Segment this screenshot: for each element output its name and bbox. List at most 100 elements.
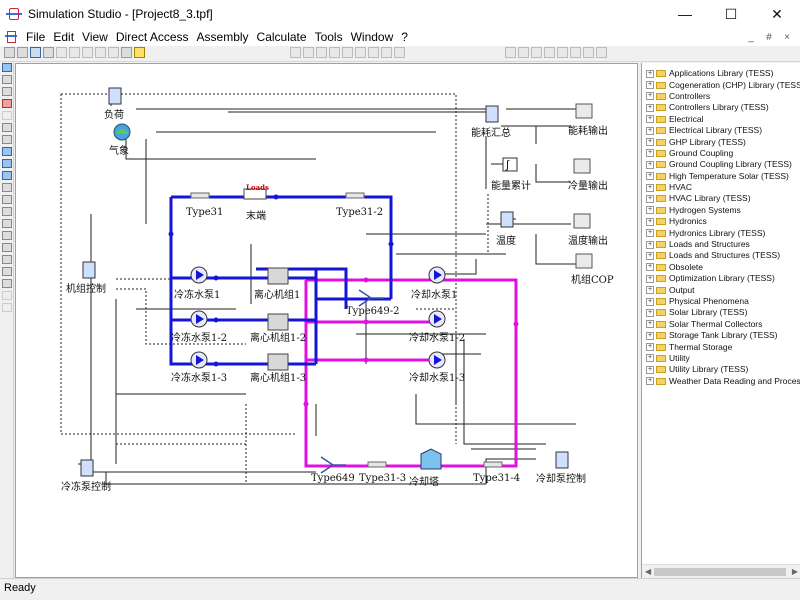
expand-icon[interactable]: + — [646, 184, 654, 192]
expand-icon[interactable]: + — [646, 218, 654, 226]
label-weather[interactable]: 气象 — [109, 142, 129, 157]
library-tree-item[interactable]: +Controllers — [646, 91, 800, 102]
library-tree-item[interactable]: +Controllers Library (TESS) — [646, 102, 800, 113]
library-tree-item[interactable]: +Electrical — [646, 114, 800, 125]
select-tool-icon[interactable] — [2, 63, 12, 72]
scroll-left-icon[interactable]: ◀ — [645, 567, 651, 576]
copy-icon[interactable] — [69, 47, 80, 58]
expand-icon[interactable]: + — [646, 81, 654, 89]
library-tree-item[interactable]: +Physical Phenomena — [646, 296, 800, 307]
undo-icon[interactable] — [95, 47, 106, 58]
label-temperature[interactable]: 温度 — [496, 232, 516, 247]
pipe-tool-icon[interactable] — [2, 147, 12, 156]
menu-assembly[interactable]: Assembly — [193, 28, 253, 46]
expand-icon[interactable]: + — [646, 195, 654, 203]
label-load[interactable]: 负荷 — [104, 106, 124, 121]
label-energy-summary[interactable]: 能耗汇总 — [471, 124, 511, 139]
align-right-icon[interactable] — [316, 47, 327, 58]
expand-icon[interactable]: + — [646, 127, 654, 135]
paste-icon[interactable] — [82, 47, 93, 58]
align-top-icon[interactable] — [329, 47, 340, 58]
close-button[interactable]: ✕ — [754, 0, 800, 28]
same-size-icon[interactable] — [381, 47, 392, 58]
expand-icon[interactable]: + — [646, 366, 654, 374]
label-terminal[interactable]: 末端 — [246, 207, 266, 222]
library-tree-item[interactable]: +Ground Coupling — [646, 148, 800, 159]
grid-icon[interactable] — [596, 47, 607, 58]
maximize-button[interactable]: ☐ — [708, 0, 754, 28]
zoom-icon[interactable] — [121, 47, 132, 58]
chart-icon[interactable] — [557, 47, 568, 58]
redo-icon[interactable] — [108, 47, 119, 58]
zoom-tool-icon[interactable] — [2, 87, 12, 96]
layer2-tool-icon[interactable] — [2, 219, 12, 228]
pan-tool-icon[interactable] — [2, 75, 12, 84]
link-tool-icon[interactable] — [2, 135, 12, 144]
library-tree-item[interactable]: +Hydronics Library (TESS) — [646, 227, 800, 238]
gear-icon[interactable] — [2, 255, 12, 264]
library-tree-item[interactable]: +HVAC — [646, 182, 800, 193]
expand-icon[interactable]: + — [646, 309, 654, 317]
library-tree-item[interactable]: +Storage Tank Library (TESS) — [646, 330, 800, 341]
label-chw-pump-3[interactable]: 冷冻水泵1-3 — [171, 369, 227, 384]
align-bottom-icon[interactable] — [355, 47, 366, 58]
doc-restore-button[interactable]: # — [760, 28, 778, 46]
library-tree-item[interactable]: +GHP Library (TESS) — [646, 136, 800, 147]
menu-direct-access[interactable]: Direct Access — [112, 28, 193, 46]
zoom-fit-icon[interactable] — [2, 99, 12, 108]
layer3-tool-icon[interactable] — [2, 231, 12, 240]
layer4-tool-icon[interactable] — [2, 243, 12, 252]
label-chiller-1[interactable]: 离心机组1 — [254, 286, 300, 301]
library-tree-item[interactable]: +Output — [646, 284, 800, 295]
assembly-canvas[interactable]: ∫ 负荷 气象 Loads 末端 Type31 Type31-2 能耗汇总 能耗… — [15, 63, 638, 578]
label-type31-3[interactable]: Type31-3 — [359, 473, 406, 484]
library-tree-item[interactable]: +Solar Library (TESS) — [646, 307, 800, 318]
library-tree-item[interactable]: +Loads and Structures — [646, 239, 800, 250]
expand-icon[interactable]: + — [646, 115, 654, 123]
menu-tools[interactable]: Tools — [311, 28, 347, 46]
text-tool-icon[interactable] — [2, 183, 12, 192]
menu-calculate[interactable]: Calculate — [253, 28, 311, 46]
scissors-icon[interactable] — [2, 123, 12, 132]
minimize-button[interactable]: — — [662, 0, 708, 28]
step-icon[interactable] — [544, 47, 555, 58]
doc-close-button[interactable]: × — [778, 28, 796, 46]
label-type31[interactable]: Type31 — [186, 207, 223, 218]
expand-icon[interactable]: + — [646, 275, 654, 283]
macro-tool-icon[interactable] — [2, 171, 12, 180]
disabled-tool-3-icon[interactable] — [2, 303, 12, 312]
expand-icon[interactable]: + — [646, 172, 654, 180]
expand-icon[interactable]: + — [646, 332, 654, 340]
library-tree-item[interactable]: +Hydrogen Systems — [646, 205, 800, 216]
library-tree-item[interactable]: +Applications Library (TESS) — [646, 68, 800, 79]
label-chw-pump-control[interactable]: 冷冻泵控制 — [61, 478, 111, 493]
label-temperature-output[interactable]: 温度输出 — [568, 232, 608, 247]
label-type649-2[interactable]: Type649-2 — [346, 306, 399, 317]
label-energy-integrator[interactable]: 能量累计 — [491, 177, 531, 192]
menu-view[interactable]: View — [78, 28, 112, 46]
library-tree-item[interactable]: +Solar Thermal Collectors — [646, 319, 800, 330]
pause-icon[interactable] — [531, 47, 542, 58]
library-tree-item[interactable]: +Obsolete — [646, 262, 800, 273]
label-cooling-output[interactable]: 冷量输出 — [568, 177, 608, 192]
menu-window[interactable]: Window — [347, 28, 398, 46]
connector-tool-icon[interactable] — [2, 159, 12, 168]
run-icon[interactable] — [505, 47, 516, 58]
expand-icon[interactable]: + — [646, 149, 654, 157]
library-tree-item[interactable]: +Hydronics — [646, 216, 800, 227]
wrench-icon[interactable] — [2, 267, 12, 276]
expand-icon[interactable]: + — [646, 92, 654, 100]
label-type31-2[interactable]: Type31-2 — [336, 207, 383, 218]
expand-icon[interactable]: + — [646, 252, 654, 260]
flow-icon[interactable] — [2, 279, 12, 288]
library-tree-item[interactable]: +HVAC Library (TESS) — [646, 193, 800, 204]
document-icon[interactable] — [4, 31, 18, 43]
layer-tool-icon[interactable] — [2, 207, 12, 216]
library-tree-item[interactable]: +Utility — [646, 353, 800, 364]
list-icon[interactable] — [583, 47, 594, 58]
expand-icon[interactable]: + — [646, 377, 654, 385]
menu-file[interactable]: File — [22, 28, 49, 46]
label-cw-pump-1[interactable]: 冷却水泵1 — [411, 286, 457, 301]
library-tree-item[interactable]: +Electrical Library (TESS) — [646, 125, 800, 136]
expand-icon[interactable]: + — [646, 298, 654, 306]
